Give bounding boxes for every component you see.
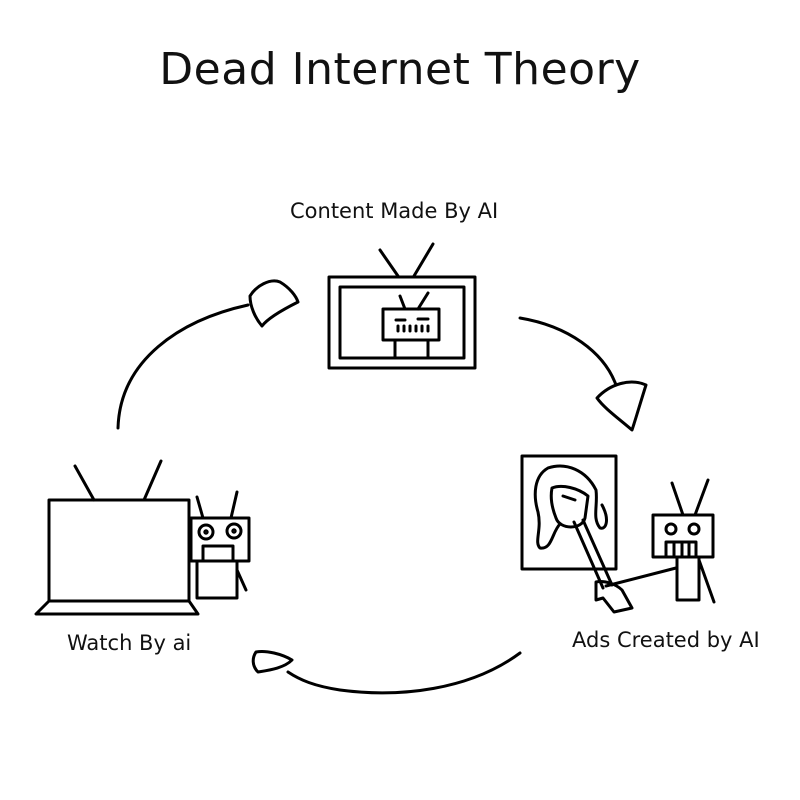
stage-label-watch: Watch By ai	[67, 631, 192, 655]
diagram-title: Dead Internet Theory	[159, 44, 641, 95]
stage-label-content: Content Made By AI	[290, 199, 499, 223]
stage-label-ads: Ads Created by AI	[572, 628, 760, 652]
robot-painting-icon	[520, 454, 716, 614]
robot-watching-tv-icon	[34, 459, 251, 616]
flow-arrow-watch-to-content	[116, 279, 300, 430]
flow-arrow-ads-to-watch	[251, 650, 522, 695]
tv-with-robot-icon	[327, 242, 477, 370]
flow-arrow-content-to-ads	[518, 316, 648, 432]
